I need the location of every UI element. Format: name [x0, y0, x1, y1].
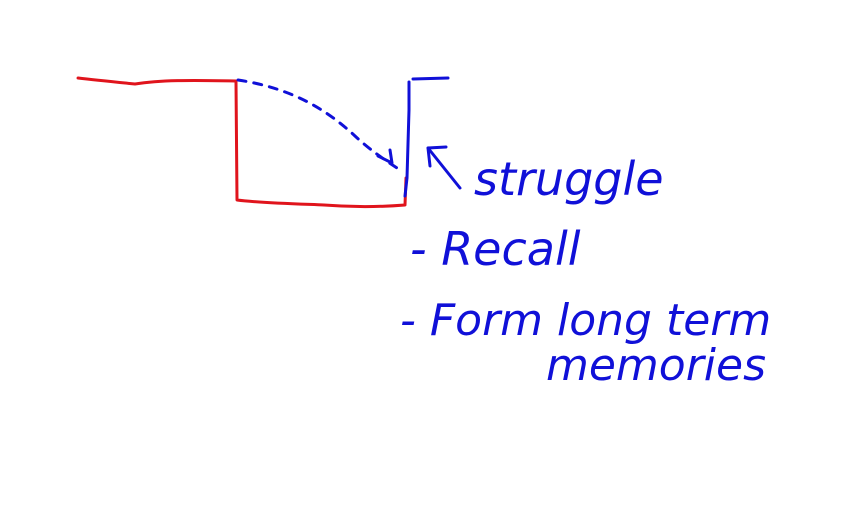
blue-top-segment — [411, 76, 450, 81]
blue-diagram — [236, 76, 462, 198]
blue-vertical-edge — [403, 80, 411, 198]
label-struggle: struggle — [474, 152, 664, 206]
red-baseline — [76, 76, 238, 86]
label-form-long-term: - Form long term — [400, 295, 771, 346]
small-arrow-tip — [376, 148, 394, 165]
pointer-arrow — [426, 145, 462, 190]
red-diagram — [76, 76, 408, 208]
handwritten-notes: struggle - Recall - Form long term memor… — [400, 152, 771, 391]
label-memories: memories — [546, 340, 766, 391]
label-recall: - Recall — [410, 222, 581, 276]
red-box — [234, 80, 408, 208]
dashed-decay-curve — [236, 78, 399, 170]
